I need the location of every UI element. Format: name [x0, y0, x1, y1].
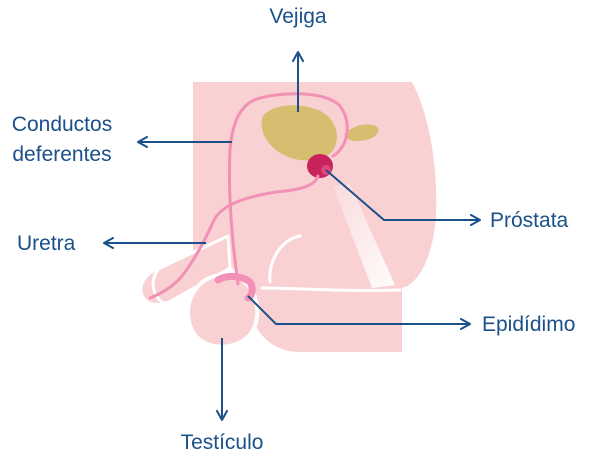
glans-contour	[151, 268, 165, 305]
seminal-vesicle	[344, 124, 379, 142]
arrow-epididimo	[247, 295, 471, 330]
hip-contour	[268, 234, 302, 284]
arrow-prostata	[325, 169, 481, 226]
prostate-shape	[307, 154, 333, 178]
label-epididimo: Epidídimo	[482, 313, 576, 336]
label-uretra: Uretra	[17, 232, 76, 255]
prostate-highlight-cone	[333, 184, 395, 288]
label-prostata: Próstata	[490, 209, 569, 232]
label-conductos-line2: deferentes	[12, 143, 112, 166]
label-vejiga: Vejiga	[269, 5, 327, 28]
urethra-duct	[148, 174, 320, 300]
label-testiculo: Testículo	[180, 431, 264, 454]
thigh-silhouette	[250, 272, 402, 352]
testicle-shape	[185, 274, 260, 349]
thigh-contour	[260, 286, 402, 293]
label-conductos-line1: Conductos	[11, 113, 113, 136]
bladder-shape	[261, 105, 337, 161]
epididymis-shape	[214, 272, 256, 302]
